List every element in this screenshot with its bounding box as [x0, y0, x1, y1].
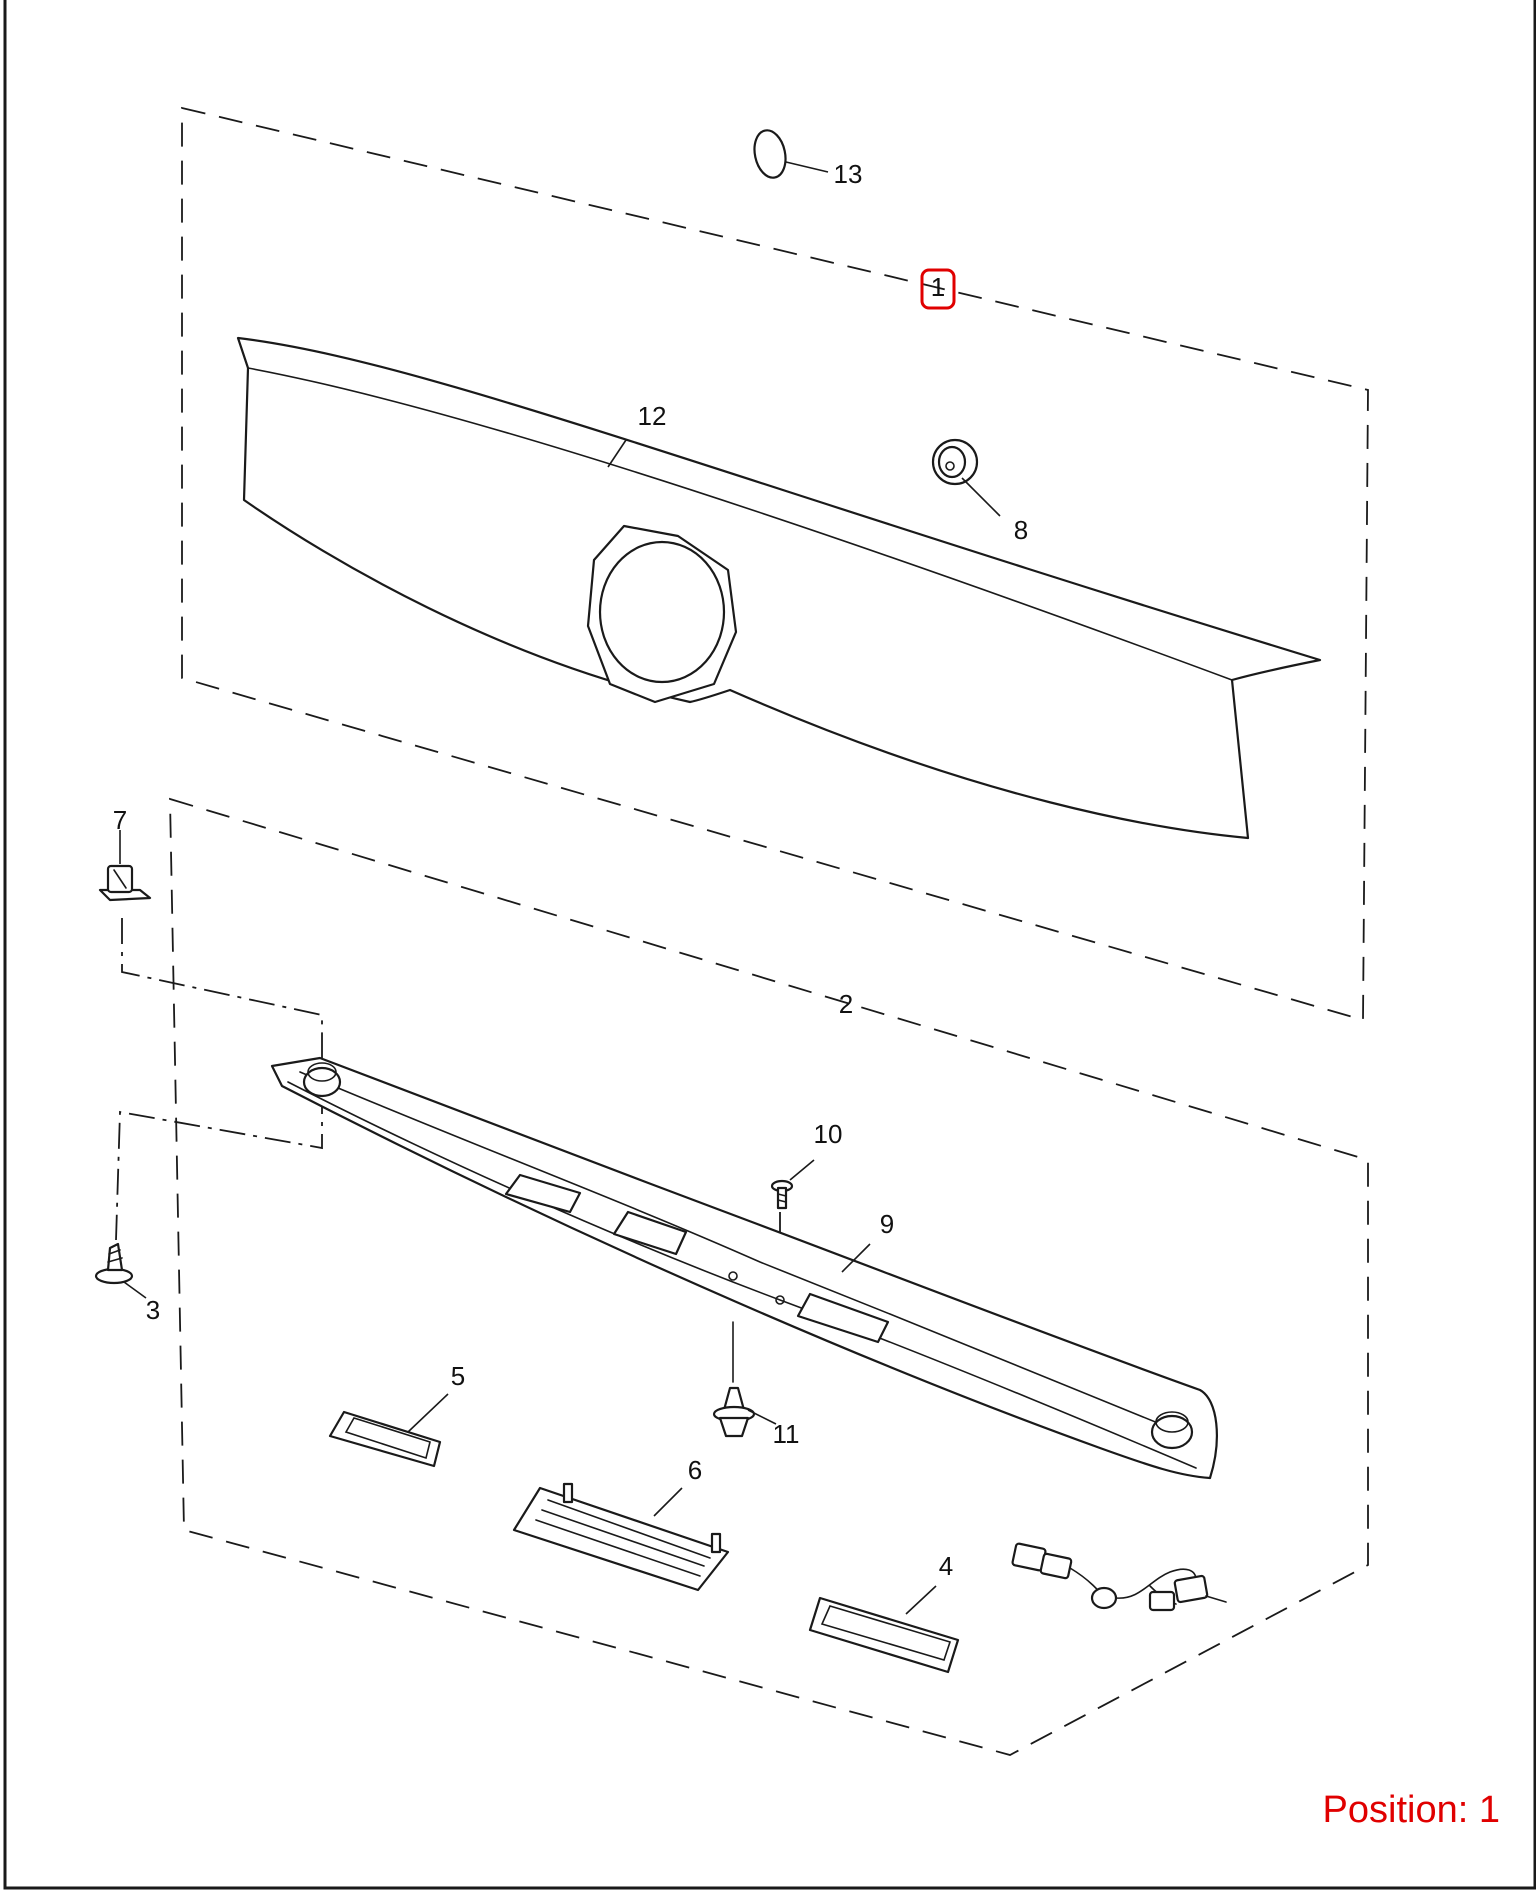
callout-3[interactable]: 3 — [146, 1295, 160, 1325]
callout-4[interactable]: 4 — [939, 1551, 953, 1581]
part-9-window-left — [504, 1173, 582, 1214]
part-6-lamp-cover — [512, 1482, 730, 1592]
part-3-screw — [94, 1242, 134, 1285]
group-1-boundary — [181, 106, 1369, 1022]
leader-8 — [961, 477, 1001, 517]
callout-6[interactable]: 6 — [688, 1455, 702, 1485]
part-8-grommet — [931, 438, 979, 486]
part-7-clip — [98, 864, 152, 902]
part-9-trim-strip — [270, 1056, 1218, 1480]
diagram-frame — [3, 0, 1536, 1890]
leader-9 — [841, 1243, 871, 1273]
leader-5 — [407, 1393, 449, 1433]
wiring-harness — [1011, 1542, 1227, 1612]
part-9-hole-1 — [728, 1271, 738, 1281]
part-12-emblem-recess — [598, 540, 726, 684]
leader-12 — [607, 439, 627, 468]
assembly-line-3 — [115, 1088, 323, 1241]
part-11-push-clip — [712, 1321, 756, 1438]
leader-3 — [123, 1281, 147, 1299]
callout-13[interactable]: 13 — [834, 159, 863, 189]
position-label: Position: 1 — [1323, 1789, 1500, 1831]
leader-11 — [747, 1409, 777, 1425]
part-4-lens — [808, 1596, 960, 1674]
leader-10 — [789, 1159, 815, 1181]
callout-1[interactable]: 1 — [931, 272, 945, 302]
part-9-inner-lip — [299, 1071, 1181, 1433]
callout-9[interactable]: 9 — [880, 1209, 894, 1239]
callout-8[interactable]: 8 — [1014, 515, 1028, 545]
callout-7[interactable]: 7 — [113, 805, 127, 835]
part-12-panel-edge — [247, 367, 1233, 681]
callout-1-highlight — [920, 268, 956, 310]
callout-11[interactable]: 11 — [773, 1419, 800, 1449]
assembly-line-7 — [121, 918, 323, 1062]
callout-12[interactable]: 12 — [638, 401, 667, 431]
callout-2[interactable]: 2 — [839, 989, 853, 1019]
part-9-boss-right — [1150, 1411, 1194, 1450]
part-12-garnish-panel — [236, 336, 1322, 840]
part-9-boss-left — [302, 1062, 342, 1098]
callout-10[interactable]: 10 — [814, 1119, 843, 1149]
group-2-boundary — [169, 797, 1369, 1756]
part-10-screw — [770, 1179, 794, 1210]
part-9-inner-lip-2 — [287, 1081, 1197, 1469]
leader-4 — [905, 1585, 937, 1615]
leader-6 — [653, 1487, 683, 1517]
part-9-window-center — [612, 1210, 688, 1256]
part-9-hole-2 — [775, 1295, 785, 1305]
part-13-cap — [753, 129, 787, 179]
leader-13 — [785, 161, 829, 173]
part-5-lens — [328, 1410, 442, 1468]
part-9-window-right — [796, 1292, 890, 1344]
callout-5[interactable]: 5 — [451, 1361, 465, 1391]
